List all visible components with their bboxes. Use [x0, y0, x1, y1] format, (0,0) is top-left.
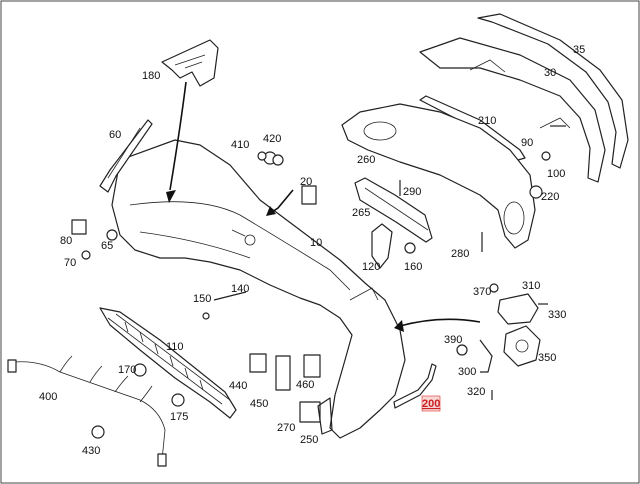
highlight-200-box [421, 395, 441, 412]
side-strip-part[interactable] [99, 119, 153, 193]
part-callouts: 180 60 410 420 20 10 80 65 70 35 30 210 … [39, 44, 585, 457]
callout-160[interactable]: 160 [404, 261, 422, 273]
callout-390[interactable]: 390 [444, 334, 462, 346]
callout-30[interactable]: 30 [544, 67, 556, 79]
callout-350[interactable]: 350 [538, 352, 556, 364]
callout-150[interactable]: 150 [193, 293, 211, 305]
callout-250[interactable]: 250 [300, 434, 318, 446]
callout-400[interactable]: 400 [39, 391, 57, 403]
callout-265[interactable]: 265 [352, 207, 370, 219]
callout-65[interactable]: 65 [101, 240, 113, 252]
callout-330[interactable]: 330 [548, 309, 566, 321]
upper-bracket-part[interactable] [161, 39, 219, 87]
callout-175[interactable]: 175 [170, 411, 188, 423]
callout-60[interactable]: 60 [109, 129, 121, 141]
callout-450[interactable]: 450 [250, 398, 268, 410]
callout-320[interactable]: 320 [467, 386, 485, 398]
callout-430[interactable]: 430 [82, 445, 100, 457]
callout-290[interactable]: 290 [403, 186, 421, 198]
energy-absorber-part[interactable] [99, 307, 237, 419]
wiring-harness-part[interactable] [7, 355, 167, 467]
diffuser-trim-part[interactable] [477, 13, 629, 169]
bumper-cover-part[interactable] [111, 139, 406, 439]
module-part[interactable] [497, 293, 539, 325]
callout-370[interactable]: 370 [473, 286, 491, 298]
rear-diffuser-part[interactable] [419, 37, 606, 183]
callout-260[interactable]: 260 [357, 154, 375, 166]
callout-10[interactable]: 10 [310, 237, 322, 249]
callout-100[interactable]: 100 [547, 168, 565, 180]
callout-200-highlighted[interactable]: 200 [422, 398, 440, 410]
mount-bracket-part[interactable] [371, 223, 393, 269]
callout-270[interactable]: 270 [277, 422, 295, 434]
callout-35[interactable]: 35 [573, 44, 585, 56]
callout-460[interactable]: 460 [296, 379, 314, 391]
sensor-housing-part[interactable] [503, 325, 541, 367]
callout-300[interactable]: 300 [458, 366, 476, 378]
callout-210[interactable]: 210 [478, 115, 496, 127]
callout-310[interactable]: 310 [522, 280, 540, 292]
callout-180[interactable]: 180 [142, 70, 160, 82]
small-fasteners [71, 125, 566, 439]
callout-80[interactable]: 80 [60, 235, 72, 247]
callout-440[interactable]: 440 [229, 380, 247, 392]
callout-420[interactable]: 420 [263, 133, 281, 145]
callout-70[interactable]: 70 [64, 257, 76, 269]
callout-410[interactable]: 410 [231, 139, 249, 151]
lower-grille-part[interactable] [354, 177, 433, 243]
callout-110[interactable]: 110 [166, 341, 184, 353]
callout-20[interactable]: 20 [300, 176, 312, 188]
leader-arrows [166, 81, 481, 332]
callout-170[interactable]: 170 [118, 364, 136, 376]
callout-280[interactable]: 280 [451, 248, 469, 260]
callout-220[interactable]: 220 [541, 191, 559, 203]
trim-strip-200-part[interactable] [393, 363, 437, 409]
callout-140[interactable]: 140 [231, 283, 249, 295]
callout-120[interactable]: 120 [362, 261, 380, 273]
callout-90[interactable]: 90 [521, 137, 533, 149]
lower-panel-part[interactable] [341, 103, 536, 249]
